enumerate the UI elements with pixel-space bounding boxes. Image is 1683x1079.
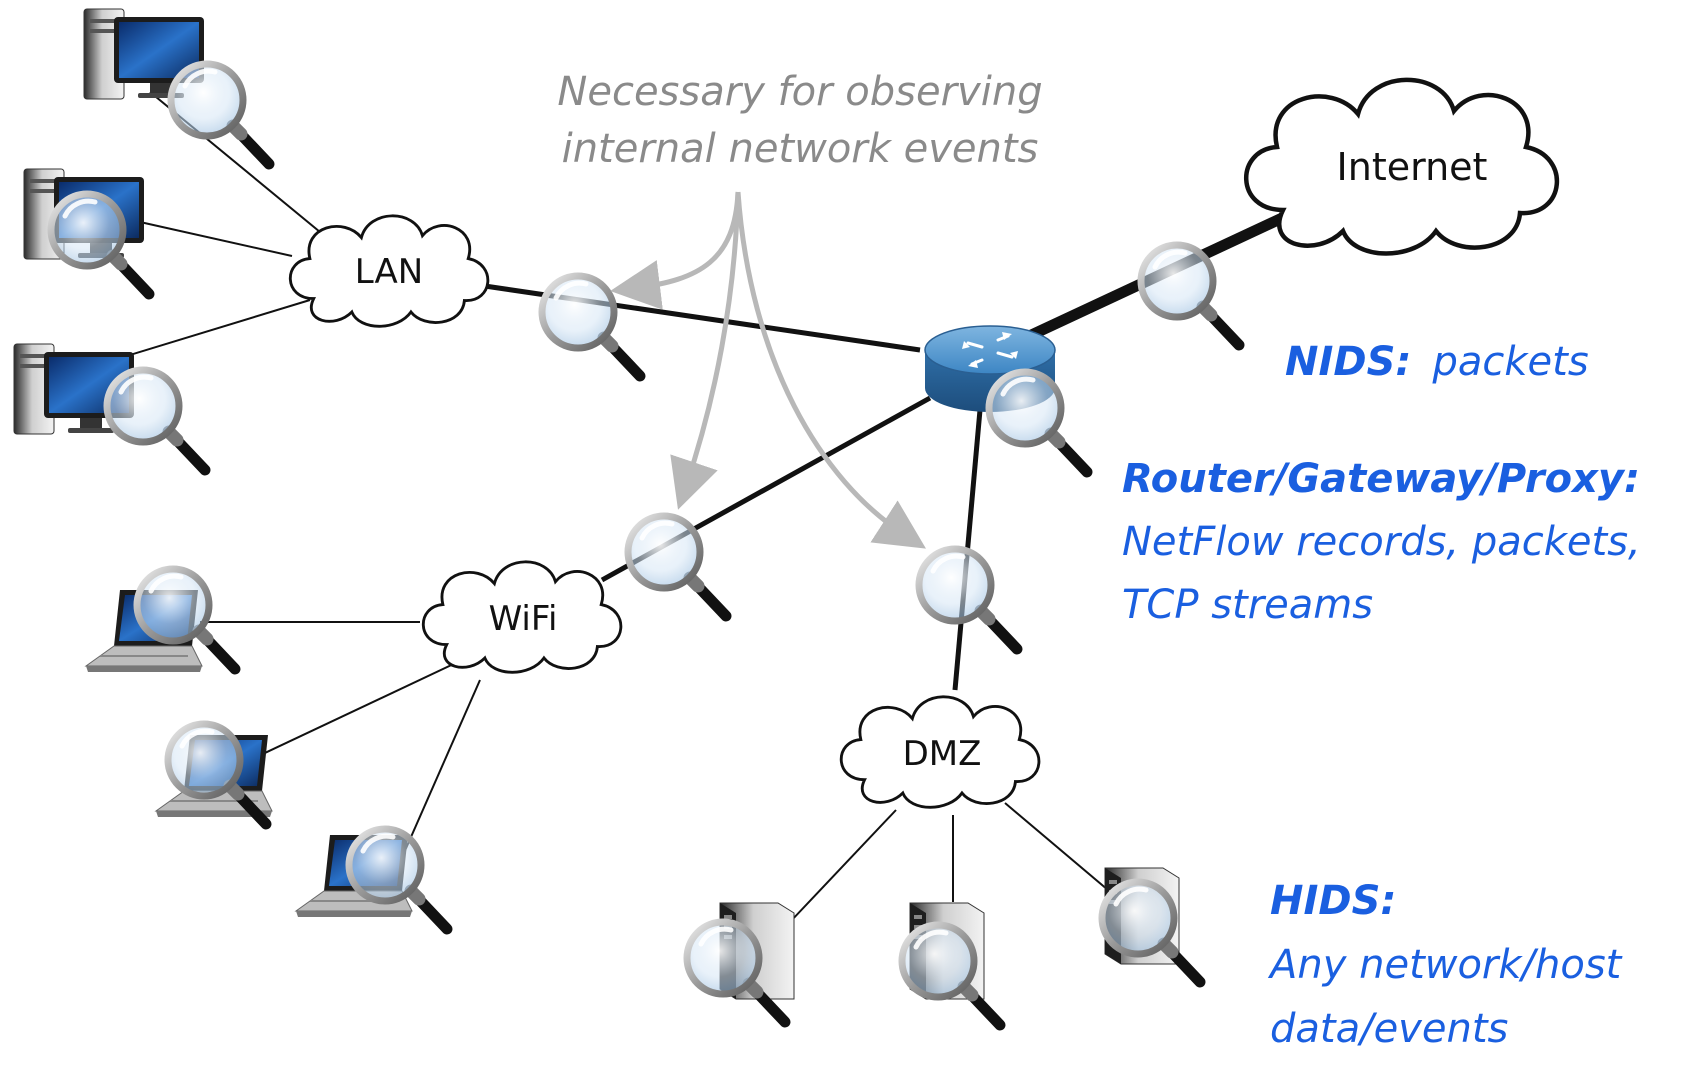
internal-event-arrows [610, 191, 926, 549]
hids-title: HIDS: [1270, 878, 1396, 924]
note-line-2: internal network events [562, 126, 1039, 172]
magnifiers [51, 64, 1239, 1025]
magnifier-icon [919, 549, 1017, 649]
note-line-1: Necessary for observing [557, 69, 1042, 115]
cloud-dmz-label: DMZ [903, 734, 982, 774]
link-laptop2-wifi [249, 659, 463, 761]
nids-desc: packets [1431, 339, 1588, 385]
link-desktop2-lan [139, 221, 293, 257]
router-title: Router/Gateway/Proxy: [1122, 456, 1640, 502]
cloud-dmz: DMZ [839, 695, 1041, 809]
cloud-lan: LAN [288, 214, 490, 328]
cloud-wifi-label: WiFi [489, 599, 558, 639]
magnifier-icon [1141, 245, 1239, 345]
router-line-1: NetFlow records, packets, [1122, 519, 1641, 565]
link-server3-dmz [1004, 802, 1109, 891]
nids-title: NIDS: [1285, 339, 1411, 385]
magnifier-icon [902, 925, 1000, 1025]
arrow-to-lan-link [610, 191, 741, 310]
arrow-to-wifi-link [670, 191, 741, 510]
magnifier-icon [989, 372, 1087, 472]
nids-text: NIDS: packets [1285, 339, 1589, 385]
cloud-internet-label: Internet [1337, 145, 1488, 189]
magnifier-icon [628, 516, 726, 616]
magnifier-icon [1102, 882, 1200, 982]
connections [119, 91, 1298, 923]
router-label: Router/Gateway/Proxy: NetFlow records, p… [1122, 456, 1641, 628]
nids-label: NIDS: packets [1285, 339, 1589, 385]
hids-label: HIDS: Any network/host data/events [1267, 878, 1623, 1052]
cloud-lan-label: LAN [355, 252, 423, 292]
hids-line-2: data/events [1270, 1006, 1508, 1052]
cloud-internet: Internet [1246, 80, 1557, 254]
link-desktop3-lan [119, 299, 311, 359]
magnifier-icon [107, 370, 205, 470]
internal-events-note: Necessary for observing internal network… [557, 69, 1042, 172]
link-laptop3-wifi [399, 679, 481, 863]
arrow-to-dmz-link [735, 191, 926, 549]
cloud-wifi: WiFi [421, 560, 623, 674]
router-line-2: TCP streams [1122, 582, 1373, 628]
link-server1-dmz [789, 809, 897, 923]
hids-line-1: Any network/host [1267, 942, 1623, 988]
magnifier-icon [542, 276, 640, 376]
